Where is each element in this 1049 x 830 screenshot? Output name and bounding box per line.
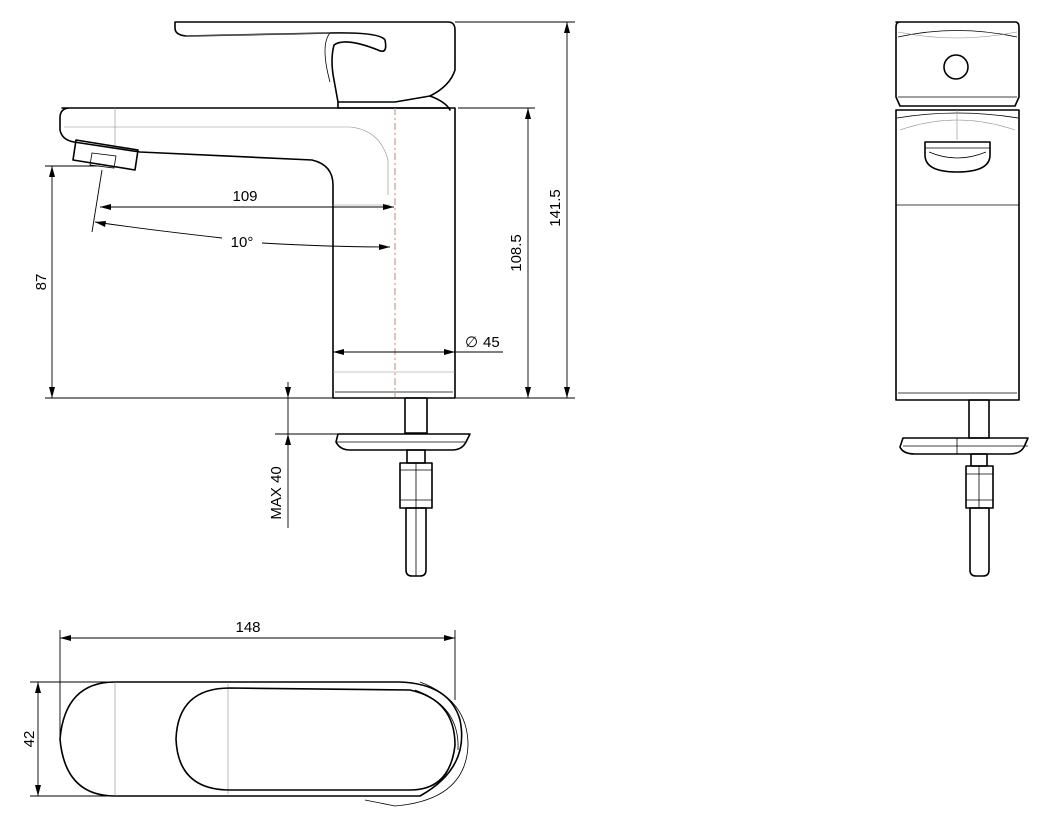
front-body bbox=[895, 109, 1020, 401]
dim-angle: 10° bbox=[231, 234, 254, 251]
front-aerator bbox=[924, 141, 991, 173]
dim-max-deck-thickness: MAX 40 bbox=[268, 466, 285, 519]
dim-diameter-symbol: ∅ bbox=[465, 334, 478, 351]
plan-view: 148 42 bbox=[21, 619, 469, 807]
dim-body-height: 108.5 bbox=[508, 234, 525, 272]
dim-plan-length: 148 bbox=[235, 619, 260, 636]
dim-plan-width: 42 bbox=[21, 731, 38, 748]
side-elevation-view: 109 10° 87 108.5 141.5 ∅ 45 MAX 40 bbox=[33, 21, 575, 577]
dim-total-height: 141.5 bbox=[547, 189, 564, 227]
front-elevation-view bbox=[895, 21, 1029, 577]
aerator bbox=[72, 139, 139, 171]
mounting-shank bbox=[335, 397, 471, 577]
faucet-body bbox=[59, 107, 456, 399]
lever-handle bbox=[174, 21, 456, 103]
dim-body-diameter: 45 bbox=[483, 334, 500, 351]
plan-lever-top bbox=[175, 687, 456, 791]
dim-spout-height: 87 bbox=[33, 274, 50, 291]
dim-spout-reach: 109 bbox=[232, 188, 257, 205]
plan-outline bbox=[59, 681, 463, 797]
lever-pivot-circle bbox=[943, 54, 969, 80]
front-lever-handle bbox=[895, 21, 1020, 107]
